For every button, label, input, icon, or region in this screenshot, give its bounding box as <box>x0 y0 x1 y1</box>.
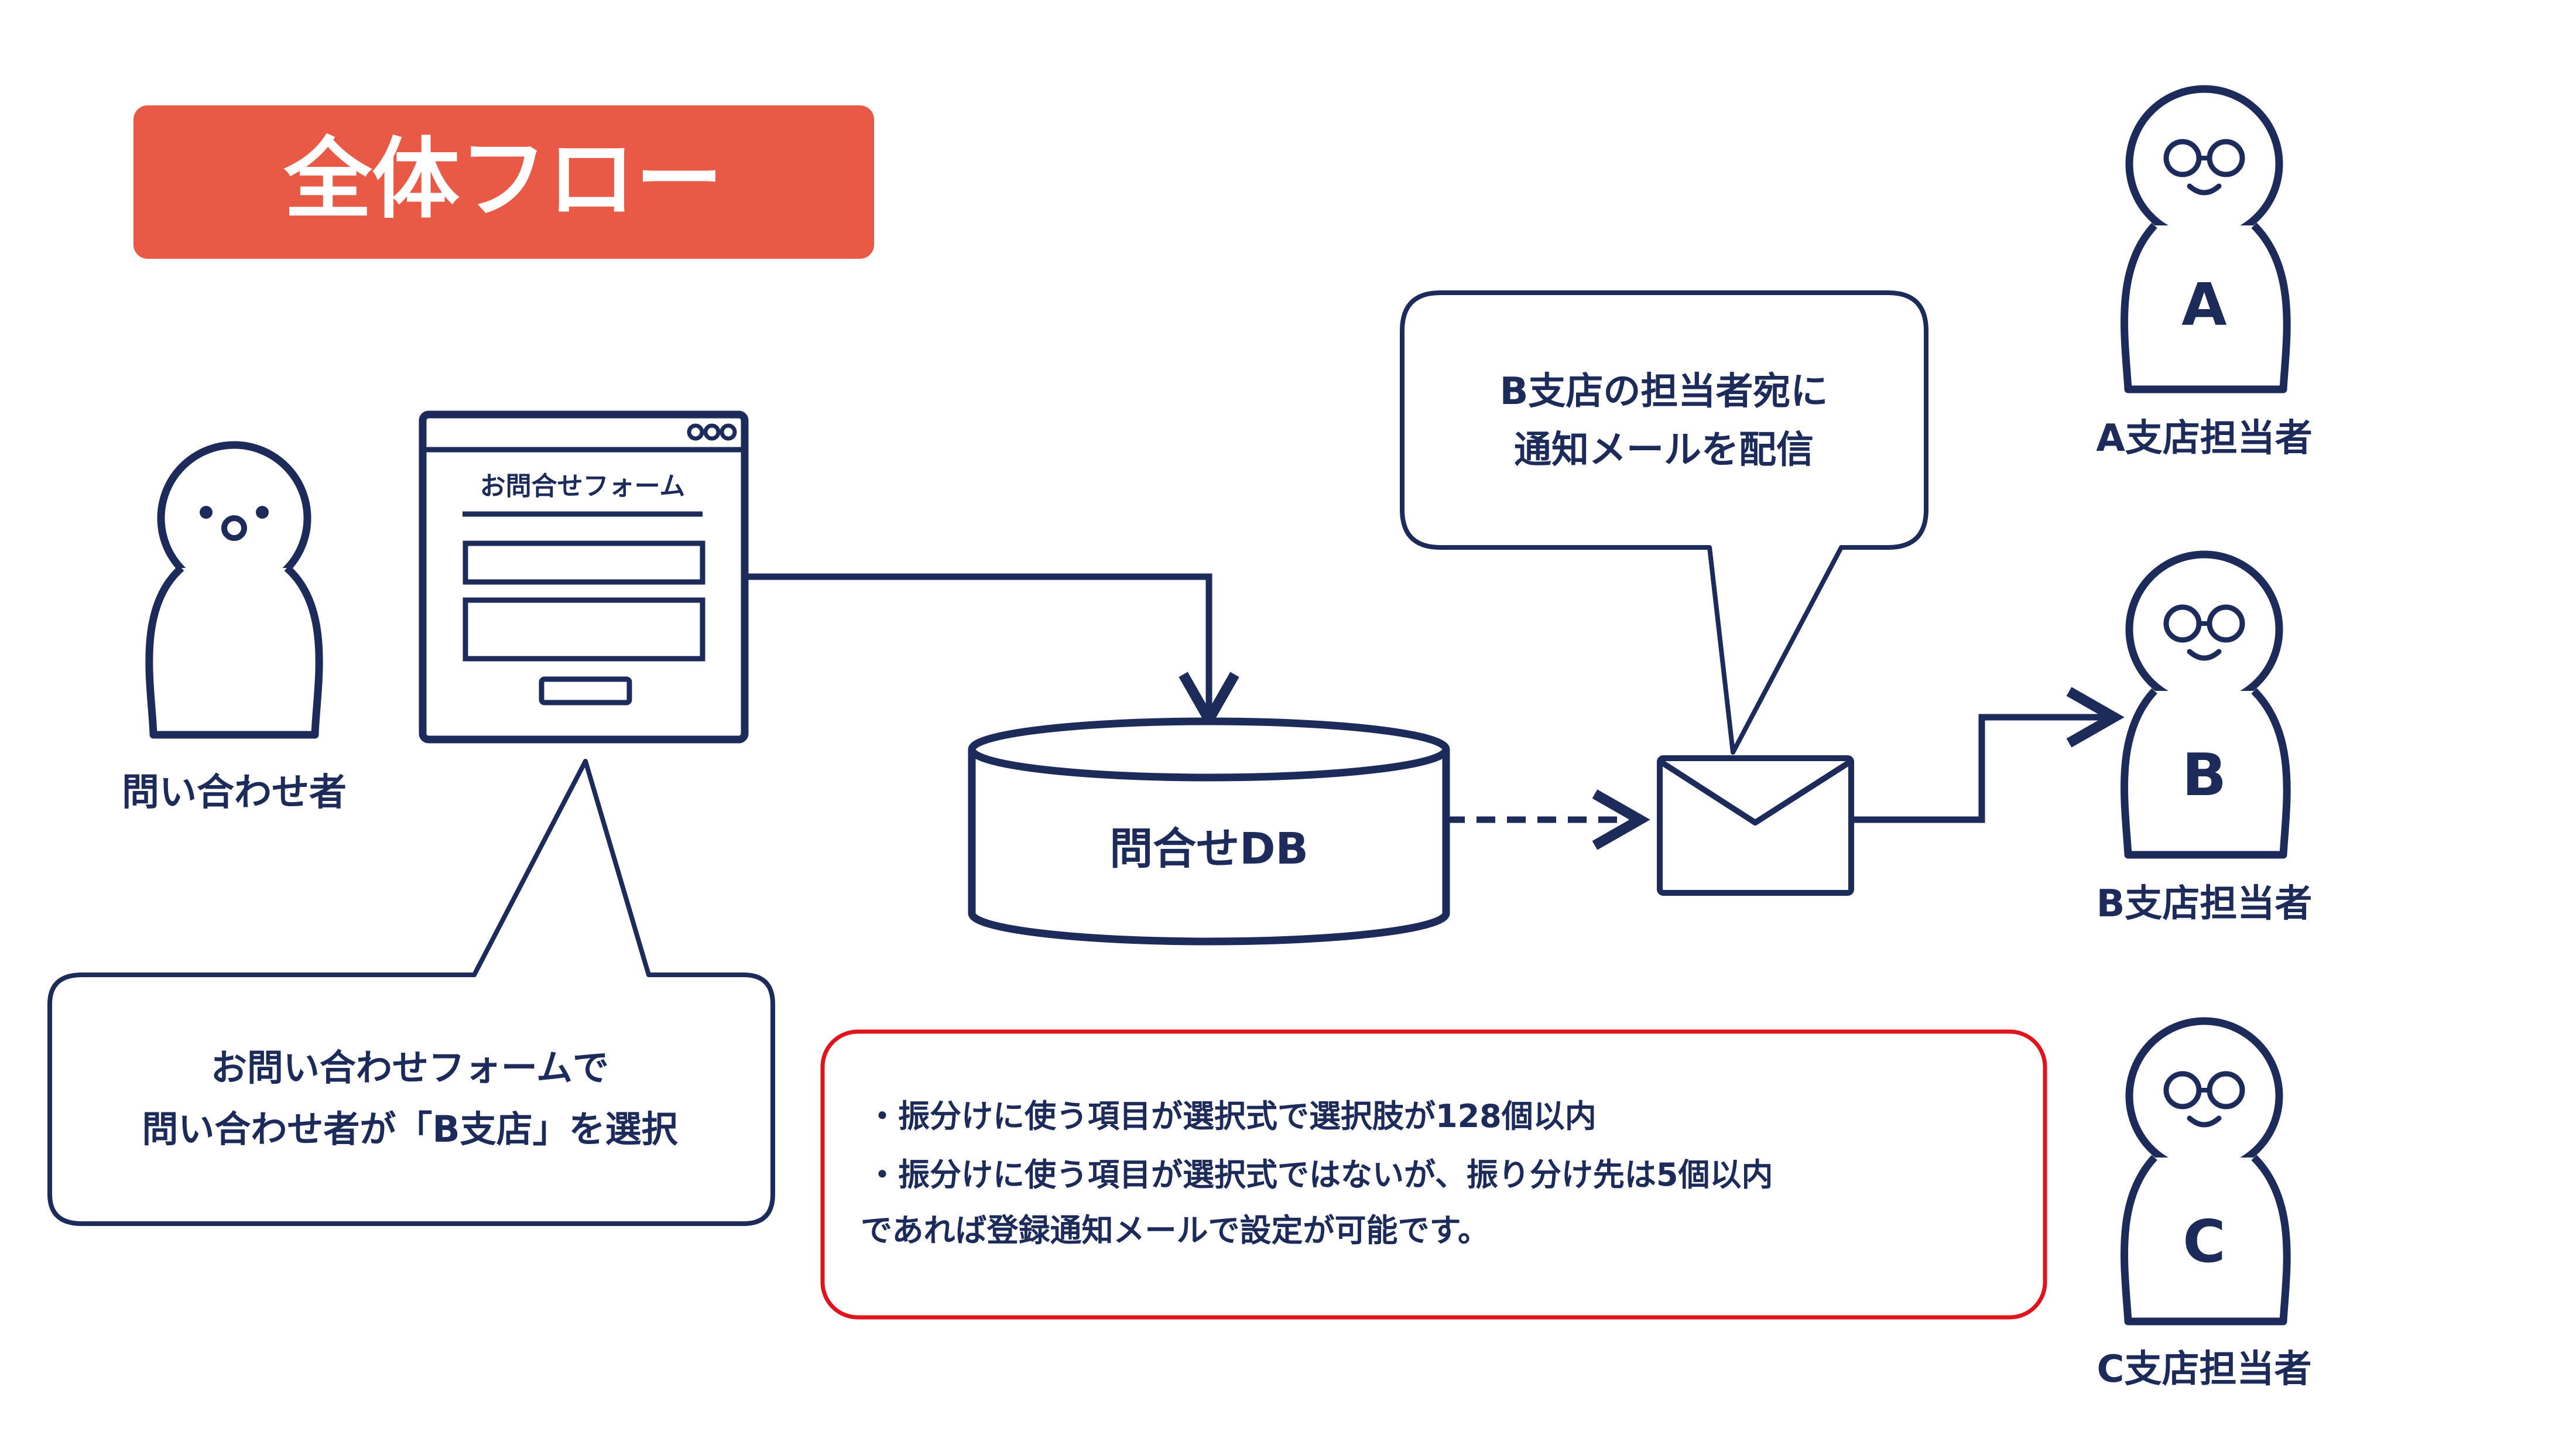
page-title: 全体フロー <box>283 129 723 231</box>
database-body <box>968 749 1450 946</box>
arrow-form-to-db <box>745 573 1239 730</box>
form-textarea-field <box>463 597 705 662</box>
database-cylinder <box>968 717 1450 946</box>
staff-a-letter: A <box>2181 270 2226 339</box>
envelope-icon <box>1657 755 1854 896</box>
window-button-icon <box>687 423 704 441</box>
window-button-icon <box>720 423 737 441</box>
arrow-mail-to-b-staff <box>1851 687 2125 823</box>
staff-c-figure <box>2121 1017 2291 1326</box>
staff-c-letter: C <box>2183 1207 2225 1276</box>
database-label: 問合せDB <box>1109 824 1308 874</box>
inquirer-left-eye <box>200 506 213 519</box>
envelope-flap <box>1658 758 1853 826</box>
window-button-icon <box>703 423 721 441</box>
staff-a-figure <box>2121 85 2291 393</box>
staff-c-head <box>2125 1017 2283 1175</box>
staff-b-figure <box>2121 550 2291 859</box>
staff-b-letter: B <box>2182 741 2226 809</box>
inquirer-right-eye <box>256 506 269 519</box>
staff-b-smile <box>2187 649 2222 661</box>
title-background <box>133 105 874 259</box>
staff-a-label: A支店担当者 <box>2096 417 2313 460</box>
inquirer-bubble-line1: お問い合わせフォームで <box>211 1046 609 1089</box>
title-banner: 全体フロー <box>133 105 874 259</box>
staff-b-label: B支店担当者 <box>2097 882 2313 926</box>
note-line2: ・振分けに使う項目が選択式ではないが、振り分け先は5個以内 <box>866 1156 1773 1193</box>
note-line1: ・振分けに使う項目が選択式で選択肢が128個以内 <box>866 1098 1597 1135</box>
form-submit-button <box>539 676 632 706</box>
staff-c-body <box>2121 1155 2291 1326</box>
staff-b-head <box>2125 550 2283 708</box>
inquirer-figure <box>145 441 323 739</box>
note-line3: であれば登録通知メールで設定が可能です。 <box>861 1212 1489 1249</box>
staff-a-head <box>2125 85 2283 243</box>
staff-c-smile <box>2187 1115 2222 1128</box>
mail-bubble-line2: 通知メールを配信 <box>1514 429 1814 472</box>
inquirer-label: 問い合わせ者 <box>122 771 347 814</box>
note-box <box>820 1029 2047 1320</box>
staff-c-label: C支店担当者 <box>2097 1348 2312 1391</box>
form-input-field <box>463 540 705 585</box>
form-window-title: お問合せフォーム <box>480 471 686 501</box>
mail-speech-bubble <box>1400 290 1928 755</box>
mail-bubble-line1: B支店の担当者宛に <box>1500 370 1828 413</box>
inquirer-nose <box>221 515 247 541</box>
form-window <box>419 410 749 744</box>
inquirer-speech-bubble <box>47 759 775 1226</box>
staff-b-body <box>2121 688 2291 859</box>
inquirer-bubble-line2: 問い合わせ者が「B支店」を選択 <box>142 1108 678 1150</box>
form-window-frame <box>419 410 749 744</box>
database-top <box>968 717 1450 782</box>
staff-a-smile <box>2187 183 2222 196</box>
staff-a-body <box>2121 222 2291 393</box>
inquirer-body <box>145 565 323 739</box>
